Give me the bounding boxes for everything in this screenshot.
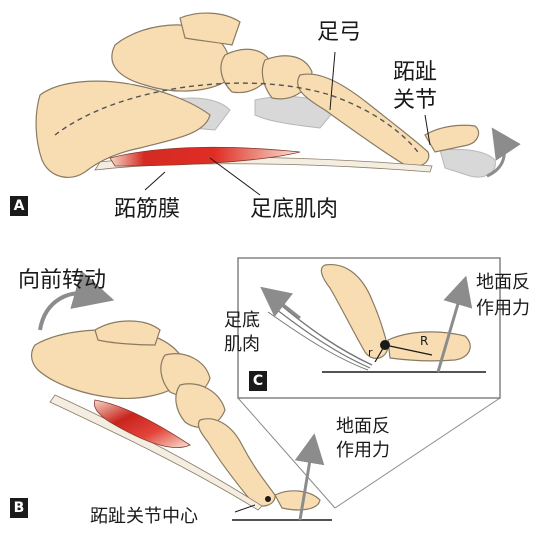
grf-b-label-line2: 作用力 (336, 440, 390, 461)
forward-rotation-label: 向前转动 (18, 268, 107, 293)
toe-joint-label-line1: 跖趾 (393, 60, 438, 85)
curved-arrow-icon (38, 270, 115, 331)
panel-tag-a: A (10, 196, 28, 216)
force-arrow-icon (294, 433, 325, 521)
panel-tag-c: C (249, 371, 267, 391)
plantar-muscle-label-a: 足底肌肉 (250, 197, 339, 222)
panel-a-foot (35, 12, 521, 196)
moment-arm-R-label: R (420, 334, 429, 348)
grf-c-label-line2: 作用力 (476, 298, 530, 319)
plantar-muscle-c-line2: 肌肉 (224, 334, 260, 355)
force-arrow-icon (436, 275, 473, 373)
plantar-fascia-label: 跖筋膜 (114, 197, 181, 222)
arch-label: 足弓 (317, 20, 362, 45)
plantar-muscle-c-line1: 足底 (224, 310, 260, 331)
curved-arrow-icon (486, 127, 521, 178)
moment-arm-r-label: r (368, 346, 373, 359)
force-arrow-icon (260, 286, 301, 320)
joint-center-label: 跖趾关节中心 (90, 506, 198, 527)
grf-c-label-line1: 地面反 (476, 272, 530, 293)
panel-b-foot (31, 270, 501, 521)
panel-c-inset (237, 257, 501, 399)
grf-b-label-line1: 地面反 (336, 416, 390, 437)
toe-joint-label-line2: 关节 (393, 88, 438, 113)
panel-tag-b: B (10, 498, 28, 518)
